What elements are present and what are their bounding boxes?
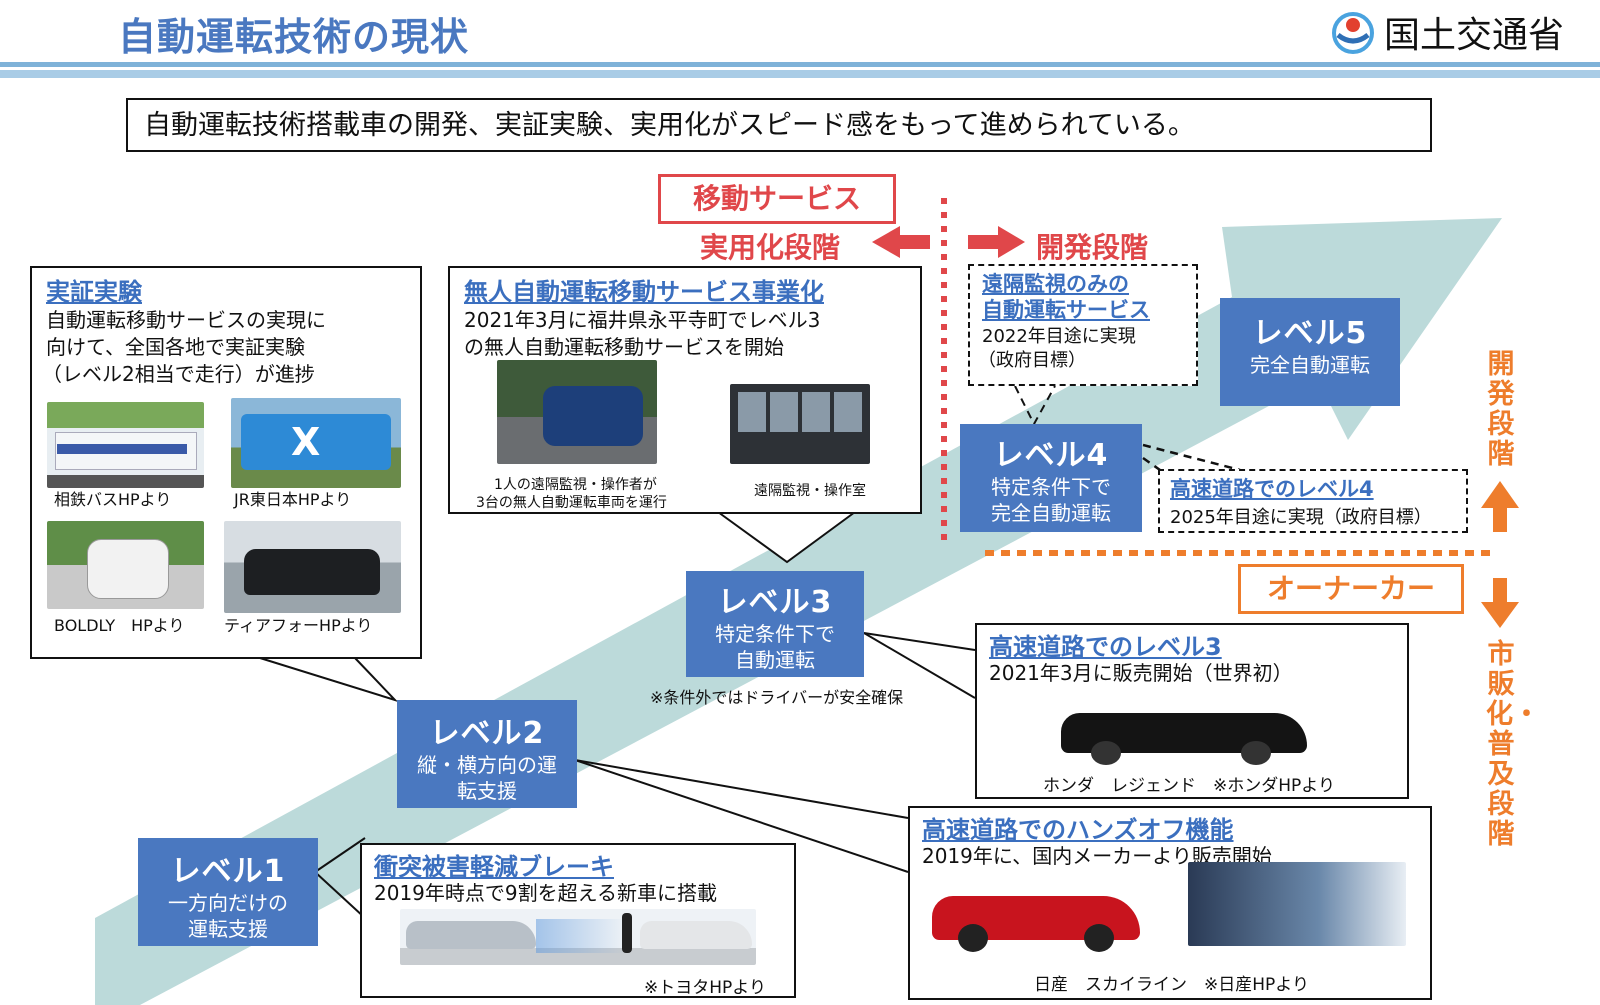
tier4-taxi-photo	[224, 521, 401, 613]
caption-jr-east: JR東日本HPより	[234, 490, 352, 509]
unmanned-heading: 無人自動運転移動サービス事業化	[464, 278, 824, 306]
level2-box: レベル2 縦・横方向の運 転支援	[397, 700, 577, 808]
brake-caption: ※トヨタHPより	[644, 978, 766, 998]
hwy-l4-connector-a	[1142, 443, 1241, 472]
sotetsu-bus-photo	[47, 402, 204, 488]
highway-level3-box: 高速道路でのレベル3 2021年3月に販売開始（世界初） ホンダ レジェンド ※…	[975, 623, 1409, 799]
unmanned-connector	[717, 511, 856, 564]
header-bar-top	[0, 62, 1600, 67]
headline-box: 自動運転技術搭載車の開発、実証実験、実用化がスピード感をもって進められている。	[126, 98, 1432, 152]
level3-desc-1: 特定条件下で	[715, 622, 835, 646]
hwy-l4-heading: 高速道路でのレベル4	[1170, 477, 1374, 501]
unmanned-caption-left-1: 1人の遠隔監視・操作者が	[494, 477, 657, 493]
level4-box: レベル4 特定条件下で 完全自動運転	[960, 424, 1142, 532]
remote-line-1: 2022年目途に実現	[982, 326, 1136, 347]
remote-line-2: （政府目標）	[978, 350, 1086, 371]
honda-legend-photo	[1061, 691, 1311, 765]
level2-desc-2: 転支援	[457, 779, 517, 803]
left-red-arrow	[872, 226, 930, 258]
boldly-vehicle-photo	[47, 521, 204, 609]
handsoff-box: 高速道路でのハンズオフ機能 2019年に、国内メーカーより販売開始 日産 スカイ…	[908, 806, 1432, 1000]
header-bar-bottom	[0, 70, 1600, 78]
level4-title: レベル4	[993, 438, 1109, 473]
level3-desc-2: 自動運転	[735, 648, 815, 672]
mobility-service-label: 移動サービス	[658, 174, 896, 224]
hwy-l4-connector-b	[1142, 456, 1161, 472]
eiheiji-vehicle-photo	[497, 360, 657, 464]
remote-heading-1: 遠隔監視のみの	[982, 272, 1129, 296]
brake-connector-b	[314, 871, 366, 919]
hwy-l3-heading: 高速道路でのレベル3	[989, 633, 1222, 661]
level2-desc-1: 縦・横方向の運	[417, 753, 557, 777]
level1-desc-1: 一方向だけの	[168, 891, 288, 915]
level3-title: レベル3	[717, 585, 833, 620]
handsoff-connector-a	[574, 759, 909, 819]
handsoff-heading: 高速道路でのハンズオフ機能	[922, 816, 1234, 844]
unmanned-caption-right: 遠隔監視・操作室	[754, 483, 866, 499]
demo-line-3: （レベル2相当で走行）が進捗	[42, 362, 315, 386]
level1-desc-2: 運転支援	[188, 917, 268, 941]
right-red-arrow	[968, 226, 1025, 258]
demo-line-1: 自動運転移動サービスの実現に	[46, 308, 326, 332]
demo-connector	[259, 657, 399, 703]
unmanned-caption-left-2: 3台の無人自動運転車両を運行	[476, 495, 667, 511]
jr-east-bus-photo: X	[231, 398, 401, 488]
ministry-logo: 国土交通省	[1330, 4, 1564, 60]
vertical-development-label: 開発段階	[1487, 349, 1515, 470]
level5-desc-1: 完全自動運転	[1250, 353, 1370, 377]
owner-car-label: オーナーカー	[1238, 564, 1464, 614]
l3-connector-a	[863, 632, 976, 651]
handsoff-driver-photo	[1188, 862, 1406, 946]
up-orange-arrow	[1481, 481, 1519, 532]
handsoff-connector-b	[574, 759, 909, 873]
remote-monitoring-box: 遠隔監視のみの 自動運転サービス 2022年目途に実現 （政府目標）	[968, 264, 1198, 386]
level3-note: ※条件外ではドライバーが安全確保	[650, 688, 904, 707]
highway-level4-box: 高速道路でのレベル4 2025年目途に実現（政府目標）	[1158, 469, 1468, 533]
hwy-l3-line: 2021年3月に販売開始（世界初）	[989, 661, 1293, 685]
l3-connector-b	[863, 632, 976, 699]
ministry-emblem-icon	[1332, 12, 1374, 54]
demo-heading: 実証実験	[46, 278, 142, 306]
brake-box: 衝突被害軽減ブレーキ 2019年時点で9割を超える新車に搭載 ※トヨタHPより	[360, 843, 796, 998]
unmanned-line-1: 2021年3月に福井県永平寺町でレベル3	[464, 308, 821, 332]
vertical-market-label: 市販化・普及段階	[1486, 639, 1540, 850]
level5-box: レベル5 完全自動運転	[1220, 298, 1400, 406]
remote-heading-2: 自動運転サービス	[982, 298, 1150, 322]
remote-control-room-photo	[730, 384, 870, 464]
caption-boldly: BOLDLY HPより	[54, 616, 185, 635]
ministry-name: 国土交通省	[1384, 15, 1565, 56]
level4-desc-2: 完全自動運転	[991, 501, 1111, 525]
page-title: 自動運転技術の現状	[118, 15, 470, 59]
level2-title: レベル2	[429, 716, 545, 751]
unmanned-line-2: の無人自動運転移動サービスを開始	[464, 335, 784, 359]
level1-title: レベル1	[170, 854, 286, 889]
nissan-skyline-photo	[932, 872, 1144, 954]
level5-title: レベル5	[1252, 316, 1368, 351]
toyota-brake-photo	[400, 909, 756, 965]
handsoff-caption: 日産 スカイライン ※日産HPより	[1034, 975, 1309, 995]
caption-sotetsu: 相鉄バスHPより	[54, 490, 172, 509]
unmanned-service-box: 無人自動運転移動サービス事業化 2021年3月に福井県永平寺町でレベル3 の無人…	[448, 266, 922, 514]
demo-box: 実証実験 自動運転移動サービスの実現に 向けて、全国各地で実証実験 （レベル2相…	[30, 266, 422, 659]
level4-desc-1: 特定条件下で	[991, 475, 1111, 499]
brake-line: 2019年時点で9割を超える新車に搭載	[374, 881, 718, 905]
development-stage-label: 開発段階	[1036, 231, 1149, 264]
caption-tier4: ティアフォーHPより	[224, 616, 373, 635]
hwy-l4-line: 2025年目途に実現（政府目標）	[1170, 507, 1432, 528]
down-orange-arrow	[1481, 578, 1519, 628]
brake-heading: 衝突被害軽減ブレーキ	[374, 853, 614, 881]
practical-stage-label: 実用化段階	[700, 231, 841, 264]
level1-box: レベル1 一方向だけの 運転支援	[138, 838, 318, 946]
brake-connector-a	[314, 837, 366, 873]
hwy-l3-caption: ホンダ レジェンド ※ホンダHPより	[1043, 776, 1335, 796]
demo-line-2: 向けて、全国各地で実証実験	[46, 335, 305, 359]
level3-box: レベル3 特定条件下で 自動運転	[686, 571, 864, 677]
